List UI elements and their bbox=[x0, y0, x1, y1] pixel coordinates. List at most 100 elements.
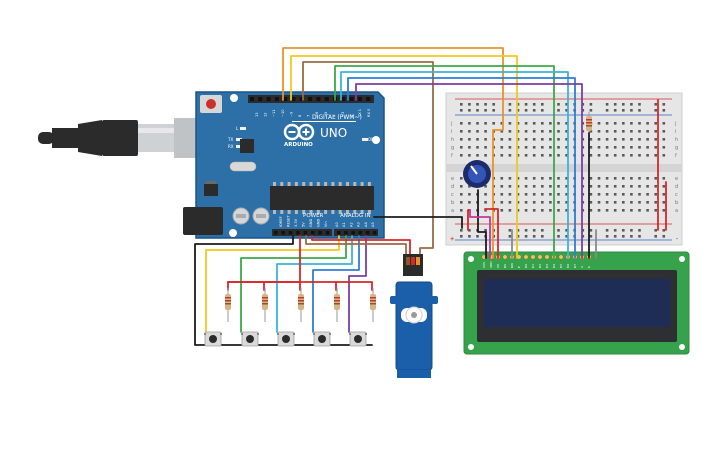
lcd-pin-label: VDD bbox=[489, 261, 493, 268]
lcd-pin bbox=[530, 254, 536, 260]
digital-label: DIGITAL (PWM~) bbox=[312, 114, 362, 121]
lcd-pin-label: A bbox=[580, 265, 584, 268]
pin-label: A3 bbox=[357, 222, 361, 227]
lcd-pin-label: D3 bbox=[545, 264, 549, 268]
wire bbox=[311, 235, 411, 257]
wire bbox=[276, 235, 353, 333]
push-button-2 bbox=[241, 288, 268, 347]
lcd-pin-label: D0 bbox=[524, 264, 528, 268]
pin-label: ~5 bbox=[324, 112, 328, 117]
row-letter: e bbox=[675, 176, 678, 182]
lcd-pin-label: RW bbox=[510, 263, 514, 268]
push-button-1 bbox=[204, 288, 231, 347]
pin-label: ~6 bbox=[315, 111, 319, 117]
row-letter: e bbox=[451, 176, 454, 182]
wire bbox=[312, 235, 360, 333]
lcd-pin-label: V0 bbox=[496, 264, 500, 268]
pin-label: TX 1 bbox=[358, 109, 362, 118]
row-letter: h bbox=[451, 137, 454, 143]
lcd-pin-label: VSS bbox=[482, 262, 486, 268]
pin-label: GND bbox=[317, 219, 321, 227]
button-resistor bbox=[225, 294, 231, 310]
wire bbox=[302, 61, 434, 257]
tx-label: TX bbox=[227, 137, 233, 142]
lcd-pin-label: D2 bbox=[538, 264, 542, 268]
rail-minus-label: - bbox=[675, 235, 679, 243]
analog-label: ANALOG IN bbox=[340, 213, 371, 219]
pin-label: 4 bbox=[332, 114, 336, 117]
power-jack bbox=[183, 207, 223, 235]
pin-label: A5 bbox=[371, 222, 375, 227]
lcd-pin-label: D1 bbox=[531, 264, 535, 268]
button-resistor bbox=[262, 294, 268, 310]
atmega-chip bbox=[270, 186, 374, 210]
wire bbox=[469, 209, 491, 259]
lcd-pin-label: D7 bbox=[573, 264, 577, 268]
servo-motor bbox=[390, 254, 438, 378]
row-letter: c bbox=[675, 192, 678, 198]
row-letter: j bbox=[450, 121, 452, 127]
row-letter: b bbox=[675, 200, 678, 206]
button-array bbox=[204, 288, 376, 347]
pin-label: 8 bbox=[298, 114, 302, 117]
row-letter: g bbox=[451, 145, 454, 151]
arduino-logo bbox=[283, 123, 315, 141]
brand-label: ARDUINO bbox=[284, 142, 313, 148]
wire bbox=[240, 235, 347, 333]
row-letter: c bbox=[451, 192, 454, 198]
lcd-pin-label: D6 bbox=[566, 264, 570, 268]
wire bbox=[340, 71, 569, 259]
wire bbox=[227, 281, 373, 291]
lcd-pin bbox=[558, 254, 564, 260]
pin-label: A2 bbox=[349, 222, 353, 227]
wire bbox=[373, 216, 463, 229]
lcd-pin bbox=[544, 254, 550, 260]
pin-label: ~9 bbox=[289, 111, 293, 117]
l-led-label: L bbox=[236, 126, 239, 131]
pin-label: 13 bbox=[255, 112, 259, 117]
pin-label: 5V bbox=[302, 222, 306, 227]
row-letter: a bbox=[451, 208, 454, 214]
pin-label: A1 bbox=[342, 222, 346, 227]
lcd-pin bbox=[537, 254, 543, 260]
wire bbox=[347, 77, 576, 259]
potentiometer bbox=[463, 160, 491, 188]
lcd-pin-label: RS bbox=[503, 264, 507, 268]
breadboard-resistor bbox=[586, 112, 592, 134]
push-button-5 bbox=[349, 288, 376, 347]
row-letter: h bbox=[675, 137, 678, 143]
wire bbox=[290, 55, 518, 259]
row-letter: i bbox=[675, 129, 676, 135]
on-label: ON bbox=[368, 137, 374, 142]
push-button-4 bbox=[313, 288, 340, 347]
lcd-screen bbox=[484, 279, 670, 327]
lcd-pin bbox=[502, 254, 508, 260]
pin-label: 7 bbox=[307, 115, 311, 117]
wire bbox=[334, 65, 555, 259]
arduino-uno-board: DIGITAL (PWM~) UNO ARDUINO TX RX L ON bbox=[183, 91, 385, 239]
row-letter: f bbox=[675, 153, 677, 159]
pin-label: 2 bbox=[350, 115, 354, 117]
button-resistor bbox=[298, 294, 304, 310]
button-resistor bbox=[370, 294, 376, 310]
row-letter: j bbox=[674, 121, 676, 127]
pin-label: ~10 bbox=[281, 109, 285, 117]
lcd-pin-label: E bbox=[517, 266, 521, 268]
pin-label: 3.3V bbox=[294, 218, 298, 227]
row-letter: g bbox=[675, 145, 678, 151]
wires bbox=[194, 47, 667, 346]
pin-label: ~11 bbox=[272, 109, 276, 117]
pin-label: Vin bbox=[324, 221, 328, 227]
rx-label: RX bbox=[228, 144, 234, 149]
pin-label: A4 bbox=[364, 222, 368, 227]
uno-label: UNO bbox=[320, 126, 347, 140]
power-label: POWER bbox=[303, 213, 324, 219]
row-letter: f bbox=[451, 153, 453, 159]
pin-label: GND bbox=[309, 219, 313, 227]
row-letter: d bbox=[451, 184, 454, 190]
row-letter: d bbox=[675, 184, 678, 190]
pin-label: ~3 bbox=[341, 112, 345, 117]
